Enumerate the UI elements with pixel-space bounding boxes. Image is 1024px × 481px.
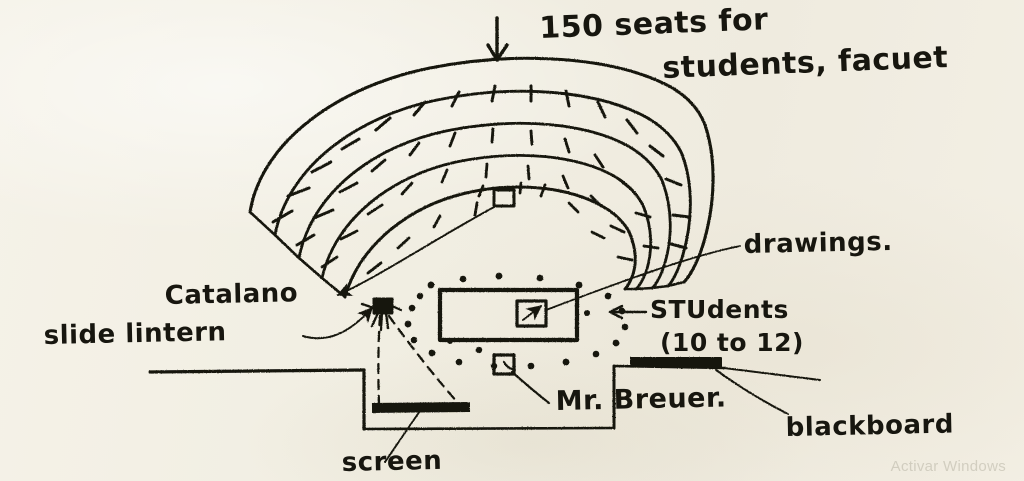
seat-ticks-row-4 (366, 181, 606, 275)
screen-leader-line (384, 410, 421, 463)
drawing-table (437, 287, 580, 343)
breuer-marker (492, 353, 516, 376)
breuer-leader-line (510, 370, 551, 405)
students-arrow-line (608, 304, 648, 320)
slide-lantern (360, 297, 403, 332)
screen-bar (371, 402, 471, 413)
room-section-walls (148, 364, 821, 431)
drawings-leader-line (545, 245, 741, 311)
activar-windows-watermark: Activar Windows (890, 458, 1006, 475)
drawings-box (515, 299, 548, 328)
seat-ticks-row-2 (295, 127, 660, 250)
slide-lintern-leader-line (302, 306, 373, 340)
amphitheater-arcs (248, 56, 708, 299)
amphitheater-right-edges (623, 280, 686, 291)
seat-ticks-row-3 (320, 162, 634, 269)
catalano-leader-line (336, 205, 497, 296)
seat-ticks-row-1 (271, 84, 691, 250)
top-down-arrow (486, 16, 509, 62)
blackboard-leader-line (715, 369, 789, 415)
amphitheater-arc-tails (623, 126, 715, 291)
projection-beam (377, 314, 460, 406)
catalano-center-box (492, 188, 516, 208)
